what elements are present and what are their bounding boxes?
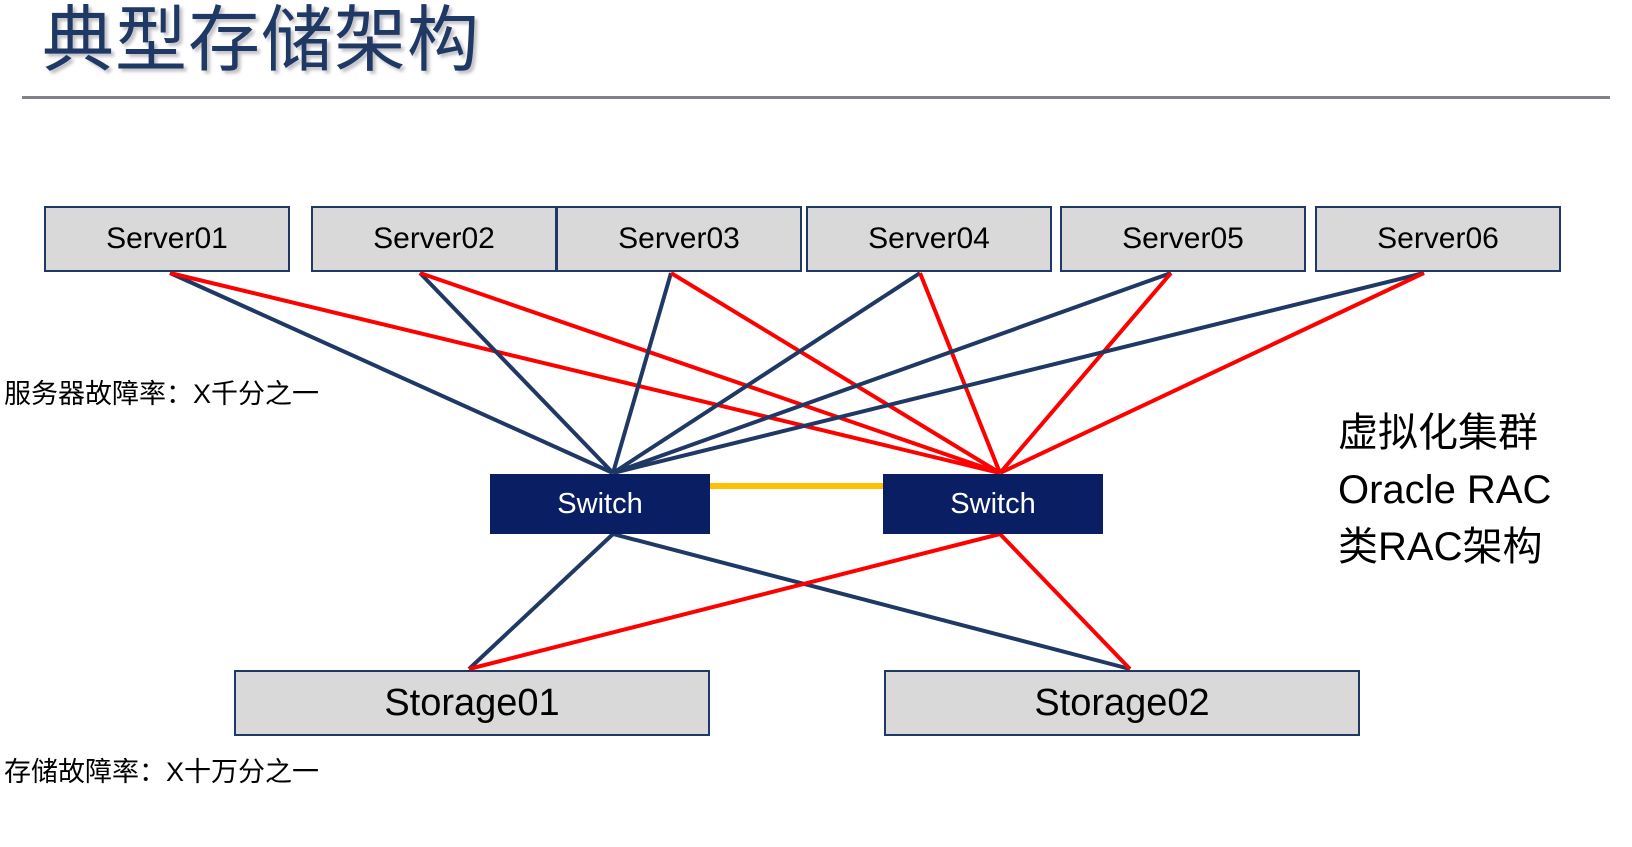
node-server06[interactable]: Server06 [1315,206,1561,272]
link-switch02-to-storage02 [998,532,1132,671]
node-server02[interactable]: Server02 [311,206,557,272]
node-label: Storage01 [384,681,560,724]
side-note-block: 虚拟化集群 Oracle RAC 类RAC架构 [1338,405,1551,575]
node-label: Server01 [106,222,228,255]
node-server04[interactable]: Server04 [806,206,1052,272]
link-server03-to-switch01 [611,272,673,474]
node-label: Server05 [1122,222,1244,255]
node-server05[interactable]: Server05 [1060,206,1306,272]
node-label: Storage02 [1034,681,1210,724]
link-switch02-to-storage01 [468,532,1001,671]
link-switch01-to-storage02 [612,532,1131,671]
storage-failure-rate-note: 存储故障率：X十万分之一 [4,757,320,787]
node-label: Server03 [618,222,740,255]
side-note-line-3: 类RAC架构 [1338,524,1543,569]
link-server02-to-switch01 [418,271,615,475]
node-server01[interactable]: Server01 [44,206,290,272]
node-label: Server02 [373,222,495,255]
link-server04-to-switch02 [918,272,1002,474]
link-server03-to-switch02 [669,271,1002,475]
node-label: Server04 [868,222,990,255]
node-label: Server06 [1377,222,1499,255]
link-switch01-to-storage01 [467,532,615,671]
link-server05-to-switch01 [612,271,1172,475]
side-note-line-2: Oracle RAC [1338,467,1552,512]
server-failure-rate-note: 服务器故障率：X千分之一 [4,379,320,409]
node-storage02[interactable]: Storage02 [884,670,1360,736]
link-server06-to-switch01 [612,271,1425,475]
node-label: Switch [950,487,1036,520]
node-storage01[interactable]: Storage01 [234,670,710,736]
link-server05-to-switch02 [998,271,1173,475]
link-server04-to-switch01 [611,271,922,475]
node-switch02[interactable]: Switch [883,474,1103,534]
page-title: 典型存储架构 [42,1,481,81]
node-switch01[interactable]: Switch [490,474,710,534]
title-divider [22,96,1610,99]
side-note-line-1: 虚拟化集群 [1338,411,1538,455]
link-server02-to-switch02 [419,271,1001,475]
node-server03[interactable]: Server03 [556,206,802,272]
node-label: Switch [557,487,643,520]
